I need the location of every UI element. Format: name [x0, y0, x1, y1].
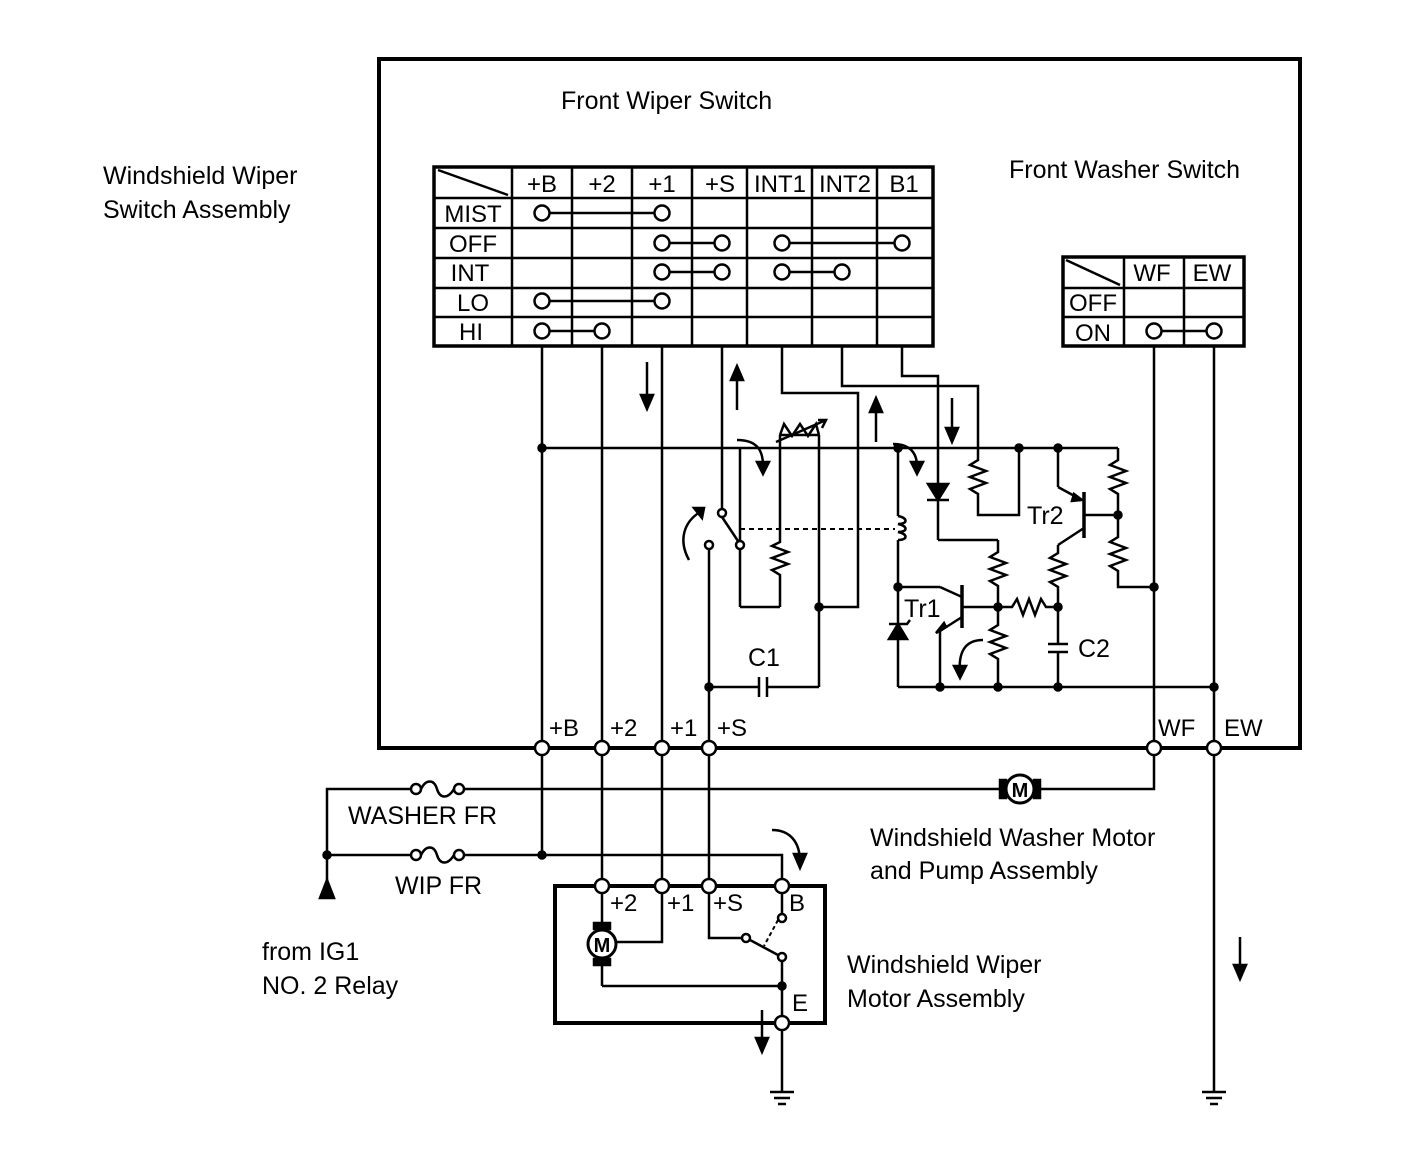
- external-wiring: [318, 755, 1216, 1092]
- terminal-1-label: +1: [670, 715, 697, 742]
- switch-assembly-box: [377, 57, 1302, 750]
- fuse-wip-fr-label: WIP FR: [395, 872, 482, 900]
- fuse-wip-fr: [409, 846, 466, 864]
- wiper-switch-assembly-label-2: Switch Assembly: [103, 196, 291, 224]
- terminal-ew-label: EW: [1224, 715, 1263, 742]
- motor-terminal-b-label: B: [789, 890, 805, 917]
- resistor-r2: [966, 448, 1021, 517]
- external-arrows: [754, 828, 1248, 1056]
- terminal-s-label: +S: [717, 715, 747, 742]
- wiper-col-1: +1: [648, 171, 675, 198]
- washer-motor: [998, 773, 1042, 805]
- tr2-label: Tr2: [1027, 502, 1064, 530]
- washer-switch-table-grid: [1061, 255, 1246, 348]
- washer-row-on: ON: [1075, 320, 1111, 347]
- relay-section: [703, 418, 907, 687]
- c1-capacitor: [704, 677, 819, 697]
- c2-label: C2: [1078, 635, 1110, 663]
- wiper-col-int1: INT1: [754, 171, 806, 198]
- wiper-switch-connections: [533, 204, 911, 340]
- switch-terminals: [533, 739, 1223, 757]
- washer-col-ew: EW: [1193, 260, 1232, 287]
- motor-terminal-2-label: +2: [610, 890, 637, 917]
- tr1-bias-resistors: [986, 540, 1058, 692]
- wiper-row-hi: HI: [459, 319, 483, 346]
- wiper-row-mist: MIST: [444, 201, 502, 228]
- c1-label: C1: [748, 644, 780, 672]
- washer-motor-symbol: M: [1012, 780, 1029, 802]
- wiper-motor-label-2: Motor Assembly: [847, 985, 1025, 1013]
- motor-terminal-1-label: +1: [667, 890, 694, 917]
- wiper-col-s: +S: [705, 171, 735, 198]
- wiper-motor-symbol: M: [594, 935, 611, 957]
- wiper-row-lo: LO: [457, 290, 489, 317]
- terminal-wf-label: WF: [1158, 715, 1195, 742]
- current-arrows: [639, 362, 984, 681]
- motor-terminal-e-label: E: [792, 990, 808, 1017]
- wiper-switch-assembly-label-1: Windshield Wiper: [103, 162, 298, 190]
- tr1-label: Tr1: [904, 595, 941, 623]
- washer-col-wf: WF: [1133, 260, 1170, 287]
- terminal-2-label: +2: [610, 715, 637, 742]
- wiper-col-b1: B1: [889, 171, 918, 198]
- wiper-motor-box: [553, 884, 827, 1025]
- ground-symbol-washer: [1202, 1090, 1226, 1106]
- fuse-washer-fr-label: WASHER FR: [348, 802, 497, 830]
- wiper-switch-table-grid: [432, 165, 935, 348]
- diode-d1: [925, 448, 998, 542]
- internal-bus: [537, 443, 1118, 453]
- source-label-1: from IG1: [262, 938, 359, 966]
- tr2-transistor: [1046, 448, 1159, 612]
- wiper-col-int2: INT2: [819, 171, 871, 198]
- front-washer-switch-label: Front Washer Switch: [1009, 156, 1240, 184]
- washer-motor-label-1: Windshield Washer Motor: [870, 824, 1155, 852]
- wiper-col-2: +2: [588, 171, 615, 198]
- terminal-wires: [540, 346, 1216, 748]
- wiper-motor-label-1: Windshield Wiper: [847, 951, 1042, 979]
- wiper-row-off: OFF: [449, 231, 497, 258]
- washer-row-off: OFF: [1069, 290, 1117, 317]
- ground-symbol-motor: [770, 1090, 794, 1106]
- wiper-motor-internals: [586, 877, 791, 1092]
- washer-motor-label-2: and Pump Assembly: [870, 857, 1098, 885]
- wiper-row-int: INT: [451, 260, 490, 287]
- wiper-col-b: +B: [527, 171, 557, 198]
- fuse-washer-fr: [409, 780, 466, 798]
- terminal-b-label: +B: [549, 715, 579, 742]
- source-label-2: NO. 2 Relay: [262, 972, 399, 1000]
- motor-terminal-s-label: +S: [713, 890, 743, 917]
- c2-capacitor: [1048, 607, 1068, 692]
- front-wiper-switch-label: Front Wiper Switch: [561, 87, 772, 115]
